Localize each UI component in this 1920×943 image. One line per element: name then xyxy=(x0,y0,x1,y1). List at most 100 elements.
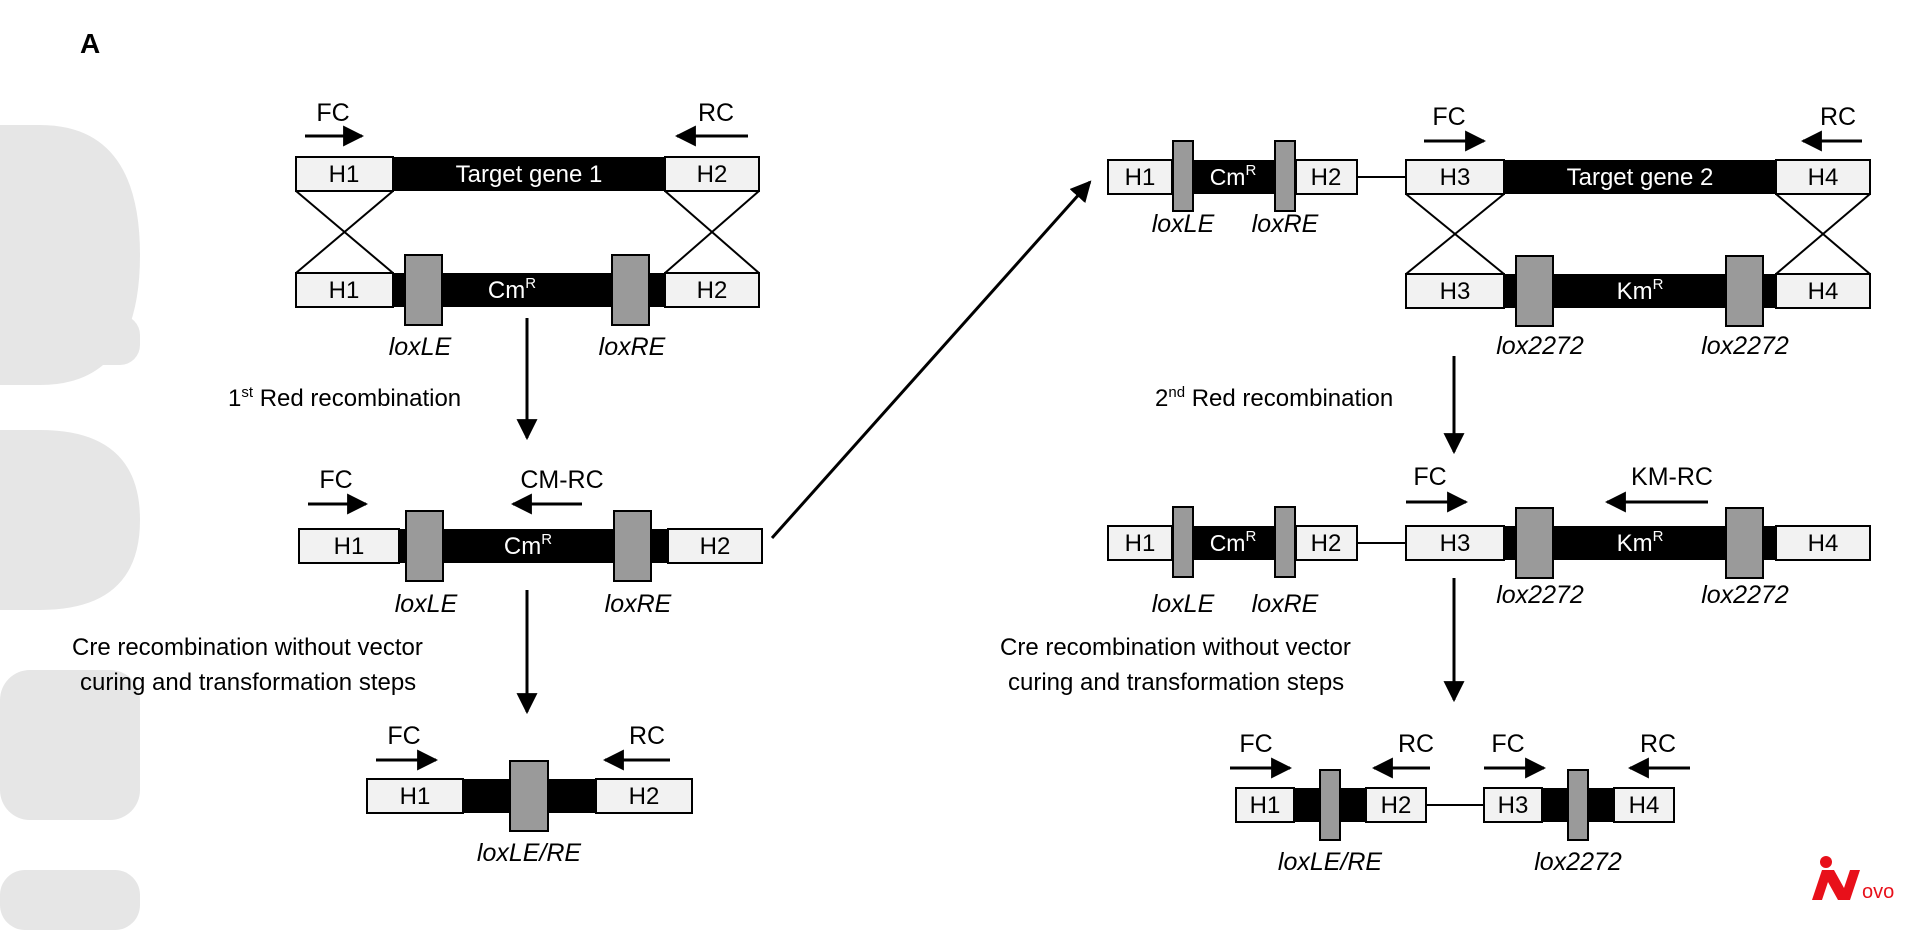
construct-target-gene-2: H1 CmR H2 loxLE loxRE FC RC H3 Target ge… xyxy=(1107,103,1871,238)
lox-2272-label: lox2272 xyxy=(1534,848,1622,876)
primer-rc-label: RC xyxy=(1398,730,1434,758)
primer-rc-label: RC xyxy=(629,722,665,750)
lox-re-label: loxRE xyxy=(599,333,666,361)
homology-h2-label: H2 xyxy=(697,161,728,188)
lox-site-box xyxy=(1274,140,1296,212)
homology-h1-box xyxy=(295,156,394,192)
homology-h4-box xyxy=(1775,525,1871,561)
lox-le-re-label: loxLE/RE xyxy=(1278,848,1383,876)
homology-h1-label: H1 xyxy=(400,783,431,810)
construct-target-gene-1: FC RC H1 Target gene 1 H2 xyxy=(295,99,760,192)
construct-km-cassette: H3 KmR H4 lox2272 lox2272 xyxy=(1405,255,1871,360)
crossover-lines-left xyxy=(295,190,760,274)
homology-h1-box xyxy=(1235,787,1295,823)
homology-h1-label: H1 xyxy=(329,277,360,304)
lox-site-box xyxy=(509,760,549,832)
cre-recombination-label-line1: Cre recombination without vector xyxy=(1000,634,1351,661)
lox-2272-label: lox2272 xyxy=(1496,581,1584,609)
primer-fc-label: FC xyxy=(316,99,349,127)
cm-resistance-label: CmR xyxy=(1210,162,1257,190)
km-resistance-label: KmR xyxy=(1617,276,1664,305)
cre-recombination-label-line1: Cre recombination without vector xyxy=(72,634,423,661)
homology-h3-label: H3 xyxy=(1498,792,1529,819)
lox-site-box xyxy=(611,254,650,326)
target-gene-1-box xyxy=(393,157,665,191)
step-text: Red recombination xyxy=(253,385,461,412)
homology-h2-label: H2 xyxy=(700,533,731,560)
homology-h3-label: H3 xyxy=(1440,530,1471,557)
lox-site-box xyxy=(1515,507,1554,579)
homology-h2-label: H2 xyxy=(629,783,660,810)
primer-fc-label: FC xyxy=(1413,463,1446,491)
second-red-recombination-label: 2nd Red recombination xyxy=(1155,384,1393,412)
lox-le-label: loxLE xyxy=(1152,210,1215,238)
homology-h2-label: H2 xyxy=(1381,792,1412,819)
resistance-superscript: R xyxy=(1653,276,1664,293)
homology-h2-box xyxy=(664,272,760,308)
construct-after-red2: H1 CmR H2 loxLE loxRE FC KM-RC H3 KmR H4… xyxy=(1107,463,1871,618)
primer-cm-rc-label: CM-RC xyxy=(520,466,603,494)
homology-h4-label: H4 xyxy=(1808,278,1839,305)
homology-h1-label: H1 xyxy=(1250,792,1281,819)
homology-h1-label: H1 xyxy=(1125,164,1156,191)
homology-h3-box xyxy=(1405,273,1505,309)
first-red-recombination-label: 1st Red recombination xyxy=(228,384,461,412)
step-number: 1 xyxy=(228,385,241,412)
homology-h4-box xyxy=(1775,273,1871,309)
lox-le-label: loxLE xyxy=(1152,590,1215,618)
homology-h1-label: H1 xyxy=(329,161,360,188)
watermark-logo: ovo xyxy=(1812,856,1894,903)
logo-mark xyxy=(1812,870,1860,900)
target-gene-2-box xyxy=(1504,160,1776,194)
step-text: Red recombination xyxy=(1185,385,1393,412)
cm-text: Cm xyxy=(1210,530,1246,556)
lox-le-label: loxLE xyxy=(389,333,452,361)
primer-rc-label: RC xyxy=(1640,730,1676,758)
construct-after-red1: FC CM-RC H1 CmR H2 loxLE loxRE xyxy=(298,466,763,618)
km-resistance-label: KmR xyxy=(1617,528,1664,557)
panel-letter: A xyxy=(80,28,100,59)
homology-h3-box xyxy=(1405,159,1505,195)
homology-h1-box xyxy=(1107,159,1173,195)
primer-fc-label: FC xyxy=(1432,103,1465,131)
lox-re-label: loxRE xyxy=(605,590,672,618)
resistance-superscript: R xyxy=(1245,528,1256,545)
cm-resistance-label: CmR xyxy=(1210,528,1257,556)
homology-h2-label: H2 xyxy=(1311,530,1342,557)
ordinal-superscript: nd xyxy=(1168,384,1185,401)
lox-site-box xyxy=(1567,769,1589,841)
target-gene-1-label: Target gene 1 xyxy=(456,161,603,188)
homology-h1-box xyxy=(366,778,464,814)
homology-h1-box xyxy=(298,528,400,564)
background-watermark-shapes xyxy=(0,125,140,930)
primer-fc-label: FC xyxy=(1239,730,1272,758)
lox-site-box xyxy=(1725,255,1764,327)
lox-site-box xyxy=(1319,769,1341,841)
homology-h1-label: H1 xyxy=(1125,530,1156,557)
homology-h1-label: H1 xyxy=(334,533,365,560)
lox-le-label: loxLE xyxy=(395,590,458,618)
km-text: Km xyxy=(1617,278,1653,305)
resistance-superscript: R xyxy=(1245,162,1256,179)
homology-h4-label: H4 xyxy=(1808,164,1839,191)
cm-text: Cm xyxy=(504,533,541,560)
homology-h3-label: H3 xyxy=(1440,278,1471,305)
homology-h4-box xyxy=(1775,159,1871,195)
lox-re-label: loxRE xyxy=(1252,210,1319,238)
lox-site-box xyxy=(1515,255,1554,327)
lox-2272-label: lox2272 xyxy=(1701,581,1789,609)
homology-h2-box xyxy=(664,156,760,192)
cm-resistance-label: CmR xyxy=(504,531,552,560)
homology-h2-label: H2 xyxy=(697,277,728,304)
step-number: 2 xyxy=(1155,385,1168,412)
primer-fc-label: FC xyxy=(387,722,420,750)
primer-rc-label: RC xyxy=(698,99,734,127)
transfer-arrow xyxy=(770,180,1092,539)
resistance-superscript: R xyxy=(1653,528,1664,545)
primer-fc-label: FC xyxy=(319,466,352,494)
lox-site-box xyxy=(1274,506,1296,578)
lox-re-label: loxRE xyxy=(1252,590,1319,618)
homology-h2-box xyxy=(595,778,693,814)
resistance-superscript: R xyxy=(541,531,552,548)
